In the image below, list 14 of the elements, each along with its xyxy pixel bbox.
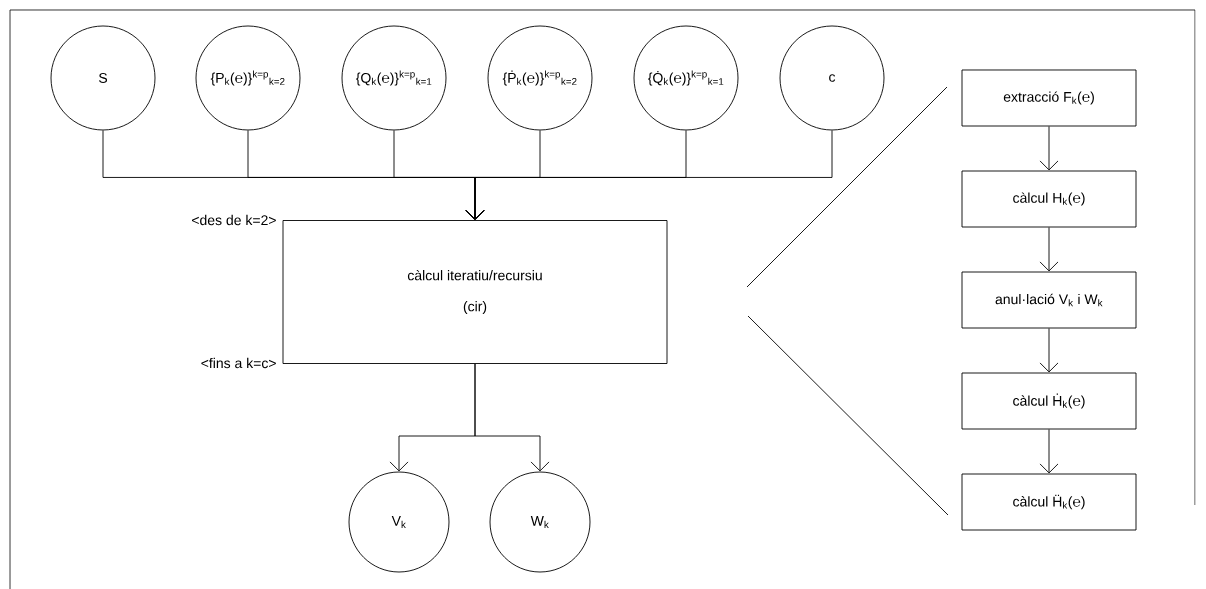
arrow [1039, 126, 1059, 171]
arrow [1039, 328, 1059, 373]
process-box: càlcul iteratiu/recursiu (cir) [282, 220, 668, 364]
step-box: càlcul H$_{k}$(℮) [961, 170, 1137, 228]
loop-label: <fins a k=c> [201, 357, 276, 369]
arrow [465, 130, 833, 220]
step-box: càlcul Ḣ$_{k}$(℮) [961, 372, 1137, 430]
arrow [1039, 227, 1059, 272]
step-box: càlcul Ḧ$_{k}$(℮) [961, 473, 1137, 531]
step-box: extracció F$_{k}$(℮) [961, 69, 1137, 127]
step-box: anul·lació V$_{k}$ i W$_{k}$ [961, 271, 1137, 329]
arrow [474, 363, 550, 472]
arrow [1039, 429, 1059, 474]
loop-label: <des de k=2> [192, 214, 276, 226]
